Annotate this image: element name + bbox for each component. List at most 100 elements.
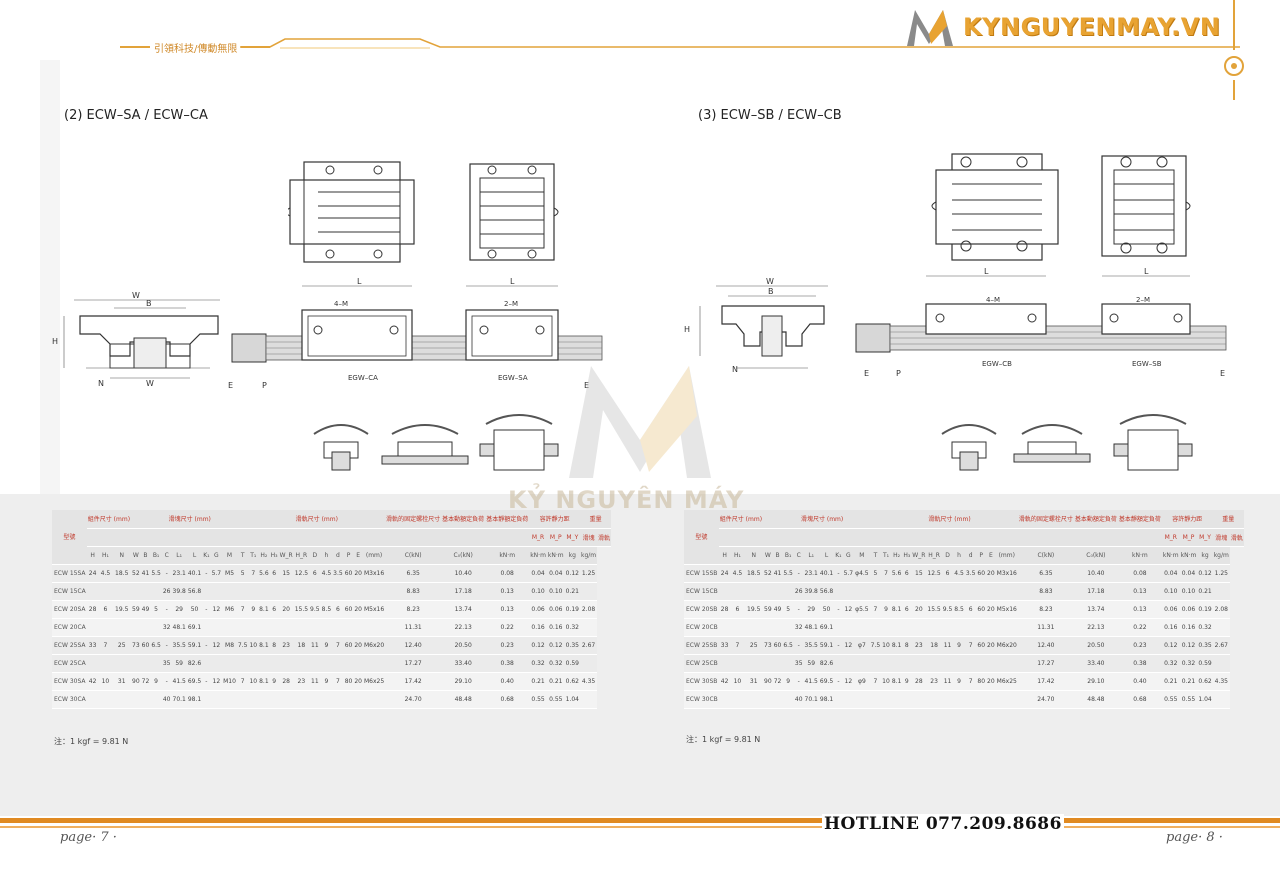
- table-cell: 52: [763, 564, 773, 583]
- table-cell: [362, 654, 386, 673]
- unit-cell: T: [869, 546, 882, 565]
- table-cell: 26: [793, 582, 804, 601]
- table-cell: M6x20: [995, 636, 1018, 655]
- table-cell: 6.5: [150, 636, 162, 655]
- table-cell: 7: [98, 636, 113, 655]
- table-cell: M5: [222, 564, 237, 583]
- table-cell: 0.13: [485, 582, 530, 601]
- table-cell: 6: [269, 600, 279, 619]
- table-cell: 8.1: [890, 636, 903, 655]
- table-cell: 0.16: [529, 618, 547, 637]
- table-cell: [202, 618, 211, 637]
- table-cell: 0.40: [485, 672, 530, 691]
- table-cell: 8.23: [385, 600, 442, 619]
- table-cell: 18.5: [112, 564, 132, 583]
- table-cell: φ5.5: [854, 600, 870, 619]
- table-cell: [293, 654, 310, 673]
- table-cell: 9: [953, 636, 965, 655]
- table-cell: 40.1: [818, 564, 835, 583]
- table-cell: 6: [964, 600, 977, 619]
- unit-cell: kN·m: [546, 546, 565, 565]
- table-cell: 0.06: [1161, 600, 1180, 619]
- table-cell: φ4.5: [854, 564, 870, 583]
- table-cell: 28: [86, 600, 99, 619]
- unit-cell: H₂: [890, 546, 903, 565]
- table-cell: [976, 654, 987, 673]
- table-cell: 0.10: [1161, 582, 1180, 601]
- col-group-weight: 重量: [580, 510, 612, 529]
- table-cell: 80: [343, 672, 354, 691]
- dim-W: W: [132, 291, 140, 300]
- table-cell: 0.13: [1117, 600, 1162, 619]
- table-cell: [202, 582, 211, 601]
- model-cell: ECW 25SB: [684, 636, 719, 655]
- table-cell: 39.8: [171, 582, 187, 601]
- table-cell: 7.5: [236, 636, 249, 655]
- table-cell: 17.18: [1073, 582, 1118, 601]
- unit-cell: N: [744, 546, 764, 565]
- table-cell: 4.35: [580, 672, 598, 691]
- table-cell: 10: [248, 672, 259, 691]
- col-static-r: 基本靜額定負荷: [1117, 510, 1162, 529]
- table-cell: 12.40: [385, 636, 442, 655]
- table-cell: 0.08: [1117, 564, 1162, 583]
- table-cell: 29.10: [441, 672, 486, 691]
- table-cell: [744, 654, 764, 673]
- table-cell: 41.5: [803, 672, 819, 691]
- table-cell: [140, 582, 151, 601]
- col-model-r: 型號: [684, 510, 719, 565]
- right-spec-table: 型號 組件尺寸 (mm) 滑塊尺寸 (mm) 滑軌尺寸 (mm) 滑軌的固定螺栓…: [684, 510, 1244, 709]
- table-cell: [112, 654, 132, 673]
- table-cell: [150, 618, 162, 637]
- table-cell: 31: [112, 672, 132, 691]
- table-cell: [881, 654, 891, 673]
- table-cell: [718, 690, 731, 709]
- table-cell: M10: [222, 672, 237, 691]
- table-cell: 9: [150, 672, 162, 691]
- table-cell: -: [834, 564, 843, 583]
- table-cell: [926, 690, 942, 709]
- label-egw-cb: EGW–CB: [982, 360, 1012, 368]
- table-cell: [222, 582, 237, 601]
- table-cell: [353, 690, 363, 709]
- unit-cell: h: [320, 546, 333, 565]
- table-cell: 4.5: [98, 564, 113, 583]
- table-cell: 10.40: [1073, 564, 1118, 583]
- table-cell: 60: [976, 636, 987, 655]
- right-top-view-sb: [1101, 155, 1191, 257]
- table-cell: [580, 690, 598, 709]
- table-cell: 0.55: [1179, 690, 1198, 709]
- table-cell: 35: [793, 654, 804, 673]
- table-cell: 8: [902, 636, 912, 655]
- table-cell: [890, 654, 903, 673]
- table-cell: [854, 654, 870, 673]
- table-cell: [332, 654, 344, 673]
- table-cell: [834, 618, 843, 637]
- table-cell: [140, 618, 151, 637]
- table-cell: -: [202, 564, 211, 583]
- table-cell: 19.5: [112, 600, 132, 619]
- table-cell: 0.21: [1161, 672, 1180, 691]
- table-cell: 5: [782, 600, 794, 619]
- col-dynamic-r: 基本動額定負荷: [1073, 510, 1118, 529]
- table-cell: 0.40: [1117, 672, 1162, 691]
- table-cell: 2.08: [1212, 600, 1230, 619]
- table-cell: [258, 654, 270, 673]
- table-cell: 25: [112, 636, 132, 655]
- table-cell: 52: [131, 564, 141, 583]
- table-cell: [580, 582, 598, 601]
- col-group-moment-r: 容許靜力距: [1161, 510, 1213, 529]
- table-cell: [248, 582, 259, 601]
- table-cell: 6: [269, 564, 279, 583]
- table-cell: [890, 690, 903, 709]
- table-cell: 11: [941, 672, 954, 691]
- table-cell: [782, 618, 794, 637]
- table-cell: 69.5: [818, 672, 835, 691]
- dim-2M: 2–M: [504, 300, 518, 308]
- dim-4M: 4–M: [334, 300, 348, 308]
- table-cell: φ7: [854, 636, 870, 655]
